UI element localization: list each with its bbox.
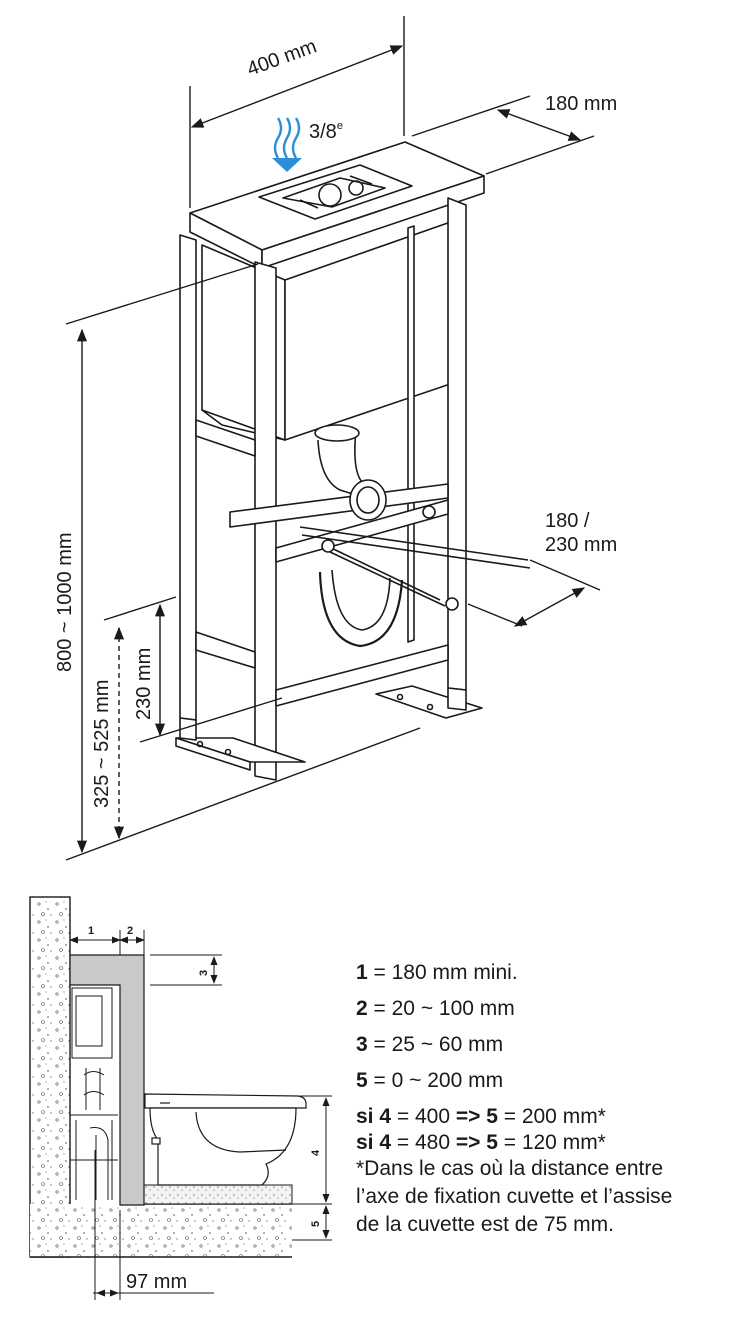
section-num-3: 3 xyxy=(198,970,210,976)
legend: 1 = 180 mm mini. 2 = 20 ~ 100 mm 3 = 25 … xyxy=(356,962,736,1242)
width-label: 400 mm xyxy=(244,35,319,80)
legend-row-2: 2 = 20 ~ 100 mm xyxy=(356,997,515,1020)
section-num-1: 1 xyxy=(88,925,94,937)
dimension-lines-top xyxy=(65,16,601,861)
drain-height-label: 325 ~ 525 mm xyxy=(91,680,113,808)
height-label: 800 ~ 1000 mm xyxy=(54,532,76,672)
legend-row-1: 1 = 180 mm mini. xyxy=(356,961,518,984)
rod-label-line2: 230 mm xyxy=(545,534,617,556)
inlet-label: 3/8e xyxy=(309,120,343,143)
section-bottom-label: 97 mm xyxy=(126,1271,187,1293)
legend-note-1: *Dans le cas où la distance entre xyxy=(356,1157,664,1180)
section-num-4: 4 xyxy=(310,1149,322,1156)
legend-row-3: 3 = 25 ~ 60 mm xyxy=(356,1033,504,1056)
legend-row-5: si 4 = 400 => 5 = 200 mm* xyxy=(356,1105,606,1128)
legend-note-2: l’axe de fixation cuvette et l’assise xyxy=(356,1185,673,1208)
rod-label-line1: 180 / xyxy=(545,510,590,532)
depth-label: 180 mm xyxy=(545,93,617,115)
section-num-5: 5 xyxy=(310,1221,322,1227)
section-num-2: 2 xyxy=(127,925,133,937)
section-drawing: 1 2 3 4 5 97 mm xyxy=(29,896,332,1300)
frame-drawing xyxy=(175,141,531,781)
water-inlet-icon xyxy=(272,117,302,172)
legend-row-4: 5 = 0 ~ 200 mm xyxy=(356,1069,504,1092)
legend-row-6: si 4 = 480 => 5 = 120 mm* xyxy=(356,1131,606,1154)
legend-note-3: de la cuvette est de 75 mm. xyxy=(356,1213,614,1236)
rod-height-label: 230 mm xyxy=(133,648,155,720)
